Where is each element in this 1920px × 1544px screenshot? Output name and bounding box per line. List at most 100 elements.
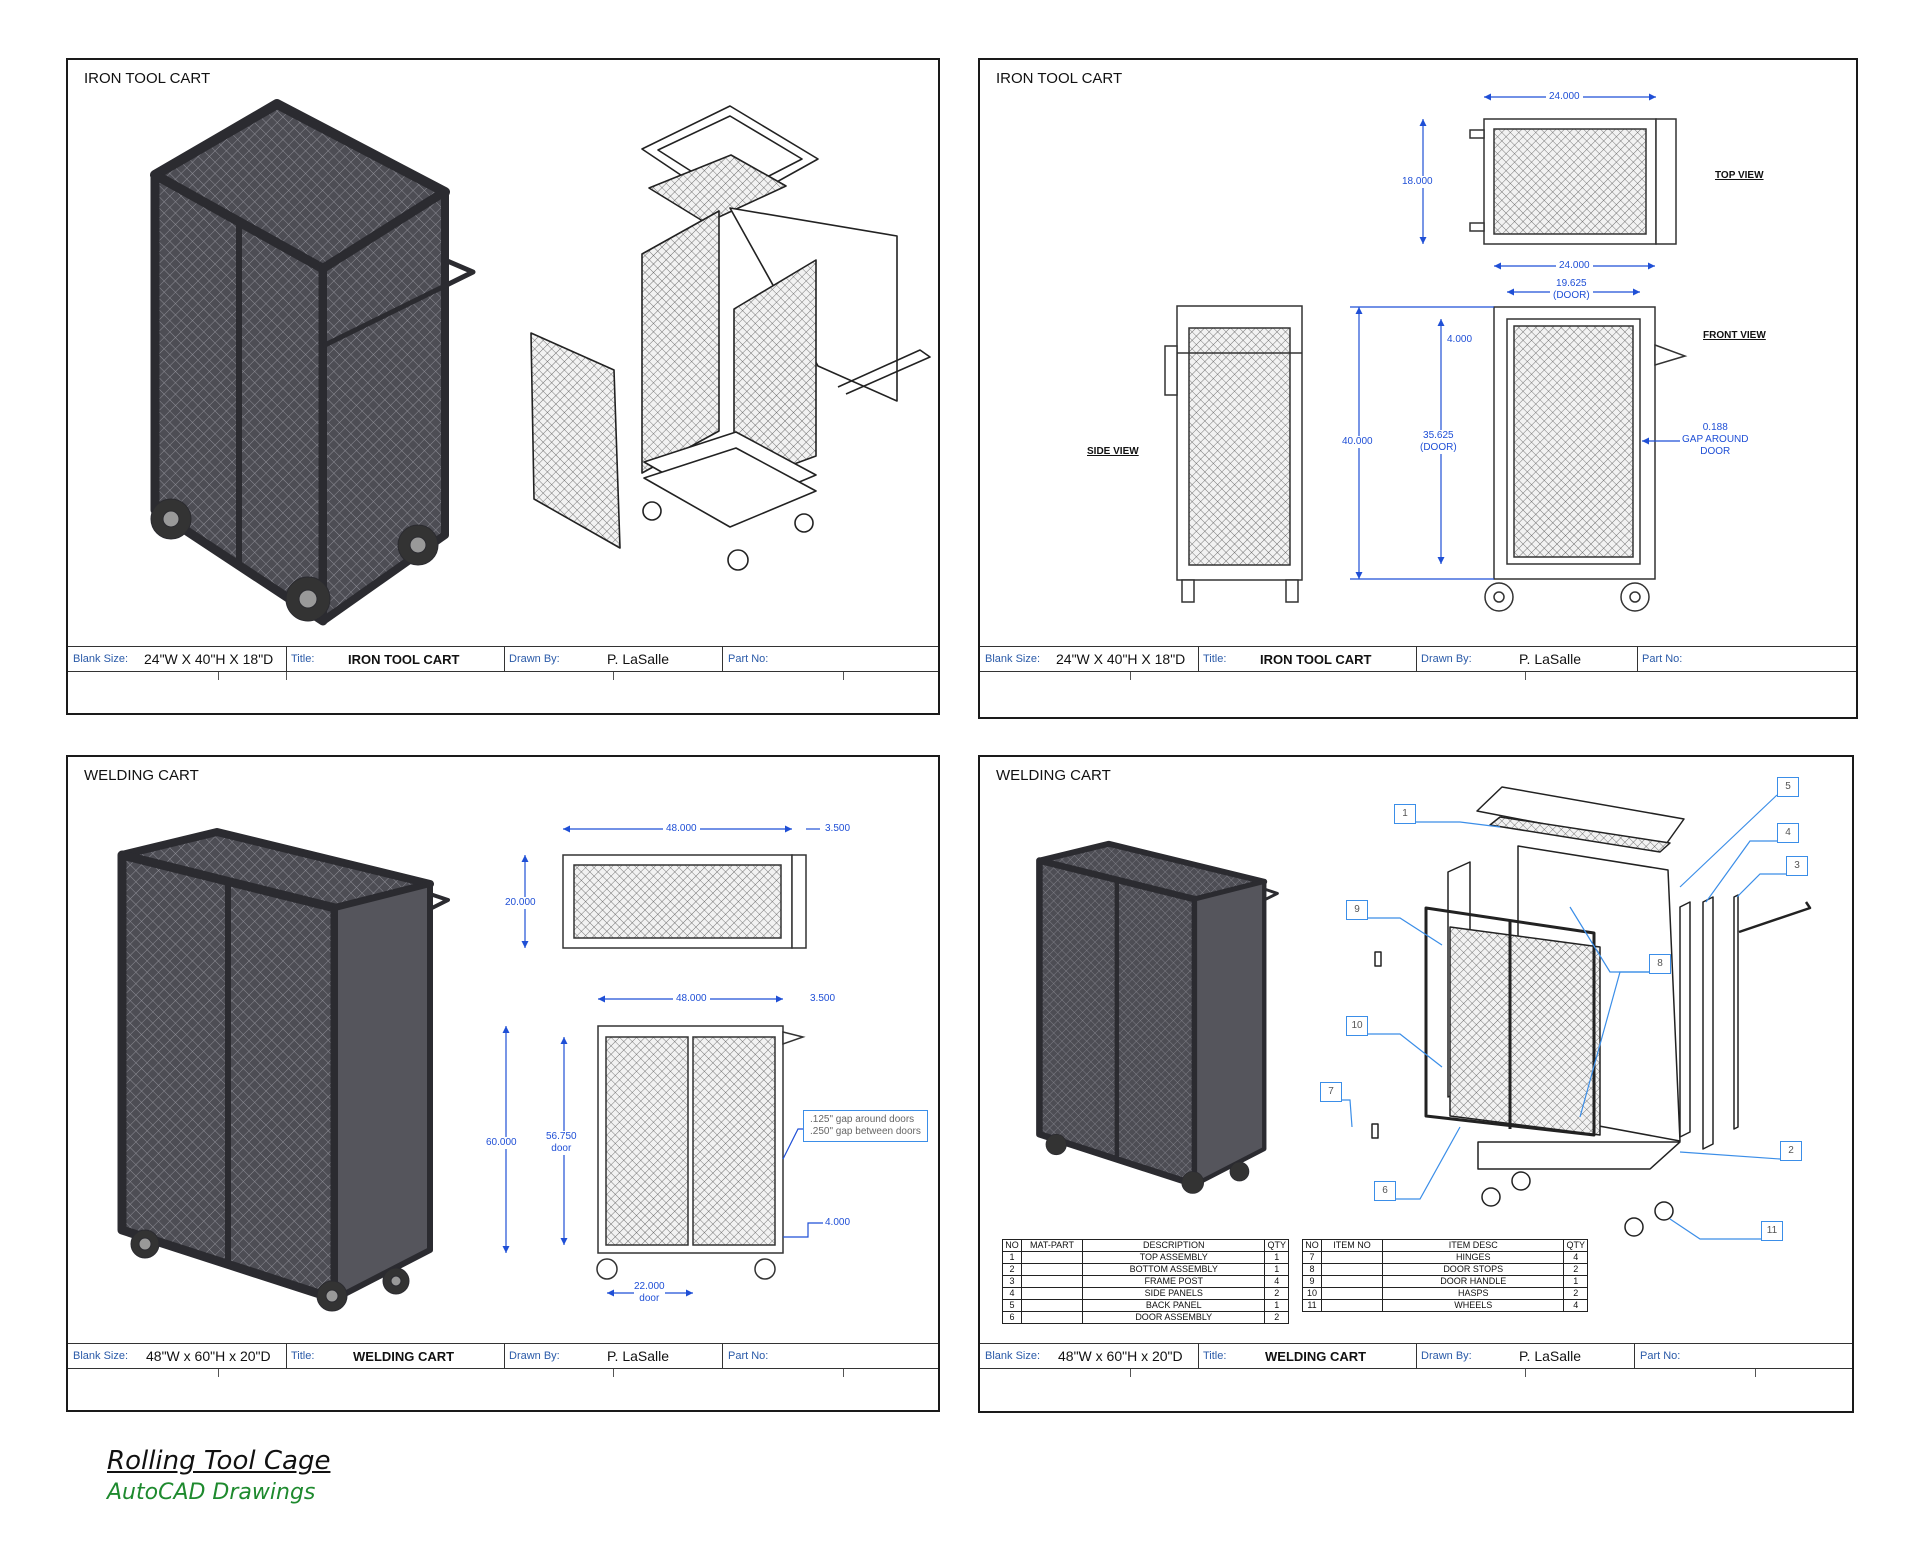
dim-top-depth: 18.000 [1402, 176, 1433, 188]
divider [504, 647, 505, 671]
cell: 10 [1302, 1287, 1322, 1300]
sheet-title: IRON TOOL CART [84, 70, 211, 87]
title-value: WELDING CART [353, 1349, 455, 1364]
cell: FRAME POST [1081, 1275, 1266, 1288]
front-view [596, 1025, 806, 1280]
cell [1321, 1263, 1383, 1276]
cell: WHEELS [1381, 1299, 1565, 1312]
note: (DOOR) [1553, 290, 1590, 301]
cell: 4 [1563, 1299, 1588, 1312]
tick [1130, 1369, 1131, 1377]
iron-cart-orthographic-drawing [1164, 93, 1688, 612]
callout-4: 4 [1777, 823, 1799, 843]
divider [1198, 1344, 1199, 1368]
value: 35.625 [1423, 430, 1454, 441]
tick [613, 1369, 614, 1377]
cell: 4 [1264, 1275, 1289, 1288]
cell: 2 [1264, 1311, 1289, 1324]
title-block: Blank Size: 48"W x 60"H x 20"D Title: WE… [980, 1343, 1852, 1369]
front-view-label: FRONT VIEW [1703, 330, 1766, 341]
drawn-by-label: Drawn By: [509, 653, 560, 665]
cell [1021, 1299, 1083, 1312]
drawing-sheet-welding-cart-views: WELDING CART 48.000 3.500 20.000 48.000 … [66, 755, 940, 1412]
column-header: ITEM DESC [1381, 1239, 1565, 1252]
iso-welding-cart [117, 828, 450, 1312]
drawn-by-label: Drawn By: [1421, 653, 1472, 665]
blank-size-value: 48"W x 60"H x 20"D [146, 1348, 271, 1364]
blank-size-label: Blank Size: [73, 1350, 129, 1362]
cell: 2 [1563, 1263, 1588, 1276]
value: 0.188 [1702, 422, 1728, 433]
cell: 1 [1264, 1251, 1289, 1264]
dim-door-offset: 4.000 [1447, 334, 1473, 345]
note: door [639, 1293, 660, 1304]
callout-10: 10 [1346, 1016, 1368, 1036]
divider [504, 1344, 505, 1368]
tick [1755, 1369, 1756, 1377]
divider [722, 1344, 723, 1368]
divider [286, 1344, 287, 1368]
cell: 1 [1264, 1263, 1289, 1276]
part-no-label: Part No: [728, 653, 769, 665]
blank-size-value: 24"W X 40"H X 18"D [144, 651, 274, 667]
iso-welding-cart [1036, 840, 1279, 1194]
welding-cart-exploded-drawing [1036, 786, 1812, 1240]
front-view [1484, 306, 1688, 612]
drawing-sheet-iron-cart-views: IRON TOOL CART TOP VIEW FRONT VIEW SIDE … [978, 58, 1858, 719]
divider [1416, 1344, 1417, 1368]
dim-door-height: 35.625(DOOR) [1420, 430, 1457, 454]
top-view-label: TOP VIEW [1715, 170, 1764, 181]
cell: 3 [1002, 1275, 1022, 1288]
blank-size-label: Blank Size: [985, 653, 1041, 665]
divider [286, 647, 287, 671]
cell: 1 [1264, 1299, 1289, 1312]
dim-height: 40.000 [1342, 436, 1373, 448]
column-header: QTY [1264, 1239, 1289, 1252]
divider [1634, 1344, 1635, 1368]
title-value: IRON TOOL CART [348, 652, 460, 667]
callout-7: 7 [1320, 1082, 1342, 1102]
sheet-title: WELDING CART [996, 767, 1111, 784]
cell: DOOR ASSEMBLY [1081, 1311, 1266, 1324]
cell: 4 [1002, 1287, 1022, 1300]
title-block: Blank Size: 48"W x 60"H x 20"D Title: WE… [68, 1343, 938, 1369]
callout-8: 8 [1649, 954, 1671, 974]
note: DOOR [1700, 446, 1731, 457]
drawn-by-label: Drawn By: [509, 1350, 560, 1362]
drawn-by-value: P. LaSalle [1519, 651, 1582, 667]
cell: 11 [1302, 1299, 1322, 1312]
tick [218, 1369, 219, 1377]
table-header-row: NO ITEM NO ITEM DESC QTY [1302, 1239, 1588, 1252]
table-header-row: NO MAT-PART DESCRIPTION QTY [1002, 1239, 1289, 1252]
title-value: IRON TOOL CART [1260, 652, 1372, 667]
divider [1416, 647, 1417, 671]
cell [1321, 1287, 1383, 1300]
cell: 4 [1563, 1251, 1588, 1264]
exploded-parts [1371, 786, 1812, 1237]
dim-door-width: 19.625(DOOR) [1550, 278, 1593, 302]
cell: 6 [1002, 1311, 1022, 1324]
title-block: Blank Size: 24"W X 40"H X 18"D Title: IR… [68, 646, 938, 672]
cell: DOOR HANDLE [1381, 1275, 1565, 1288]
dim-top-handle: 3.500 [825, 823, 851, 834]
note-line: .250" gap between doors [810, 1126, 921, 1137]
dim-height: 60.000 [486, 1137, 517, 1149]
cell: 8 [1302, 1263, 1322, 1276]
cell: 9 [1302, 1275, 1322, 1288]
cell [1321, 1251, 1383, 1264]
cell [1021, 1287, 1083, 1300]
note-line: .125" gap around doors [810, 1114, 915, 1125]
callout-2: 2 [1780, 1141, 1802, 1161]
dim-front-handle: 3.500 [810, 993, 836, 1004]
drawn-by-label: Drawn By: [1421, 1350, 1472, 1362]
footer-subtitle: AutoCAD Drawings [107, 1480, 316, 1505]
